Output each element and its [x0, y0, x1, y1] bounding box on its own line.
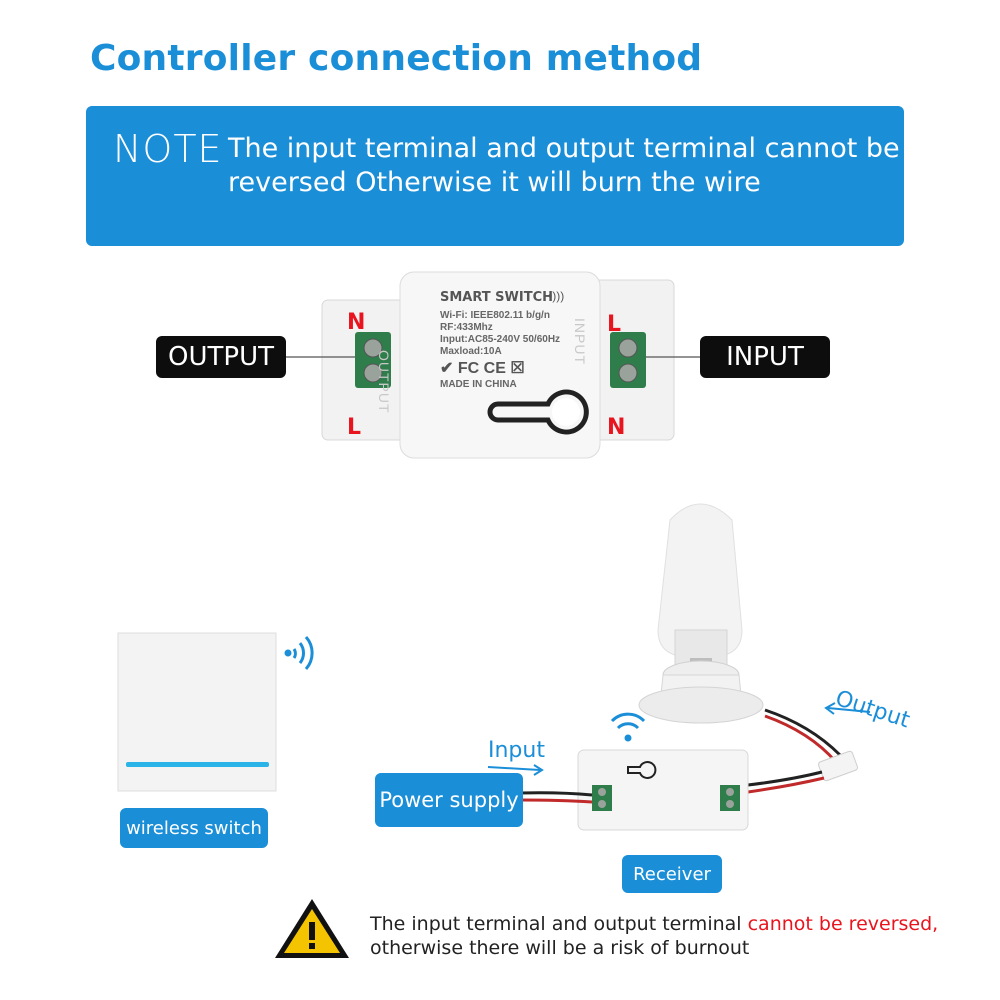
cert-marks: ✔ FC CE ☒ [440, 358, 525, 378]
wireless-signal-icon [284, 636, 314, 670]
right-terminal-l: L [607, 312, 622, 337]
warning-text-line2: otherwise there will be a risk of burnou… [370, 937, 750, 959]
spec-wifi: Wi-Fi: IEEE802.11 b/g/n [440, 310, 550, 321]
receiver-wifi-icon [610, 712, 646, 742]
spec-maxload: Maxload:10A [440, 346, 502, 357]
side-output-label: OUTPUT [376, 350, 392, 414]
spec-input: Input:AC85-240V 50/60Hz [440, 334, 561, 345]
light-bulb [657, 503, 743, 656]
made-in: MADE IN CHINA [440, 379, 517, 390]
switch-body [399, 271, 601, 459]
weee-bin-icon: ☒ [510, 360, 525, 377]
wire-connector [818, 750, 858, 782]
device-brand: SMART SWITCH [440, 290, 554, 305]
power-supply-label: Power supply [375, 773, 523, 827]
page-title: Controller connection method [90, 38, 703, 79]
output-label: OUTPUT [156, 336, 286, 378]
left-terminal-n: N [347, 310, 366, 335]
note-text: The input terminal and output terminal c… [228, 132, 908, 200]
left-terminal-l: L [347, 415, 362, 440]
wiring-input-label: Input [488, 738, 545, 763]
pairing-button [487, 389, 589, 435]
device-specs: Wi-Fi: IEEE802.11 b/g/n RF:433Mhz Input:… [440, 310, 560, 358]
warning-text-red: cannot be reversed, [747, 913, 939, 935]
wifi-icon-small: •))) [548, 289, 565, 303]
note-panel [86, 106, 904, 246]
lamp-holder [638, 686, 764, 724]
smart-switch-diagram [286, 271, 700, 459]
receiver-device [577, 749, 749, 831]
wireless-switch-label: wireless switch [120, 808, 268, 848]
check-mark-icon: ✔ [440, 360, 454, 377]
warning-text-part1: The input terminal and output terminal [370, 913, 748, 935]
receiver-label: Receiver [622, 855, 722, 893]
note-label: NOTE [113, 127, 223, 171]
input-arrow [487, 766, 541, 771]
note-line-2: reversed Otherwise it will burn the wire [228, 167, 761, 198]
wireless-switch-image [117, 632, 314, 792]
warning-text: The input terminal and output terminal c… [370, 912, 938, 960]
output-arrow [827, 707, 871, 713]
certifications: FC CE [457, 360, 506, 377]
input-label: INPUT [700, 336, 830, 378]
right-terminal-n: N [607, 415, 626, 440]
note-line-1: The input terminal and output terminal c… [228, 133, 900, 164]
side-input-label: INPUT [572, 318, 588, 365]
receiver-wiring-scene [487, 503, 871, 831]
warning-triangle-icon [275, 899, 349, 958]
spec-rf: RF:433Mhz [440, 322, 493, 333]
